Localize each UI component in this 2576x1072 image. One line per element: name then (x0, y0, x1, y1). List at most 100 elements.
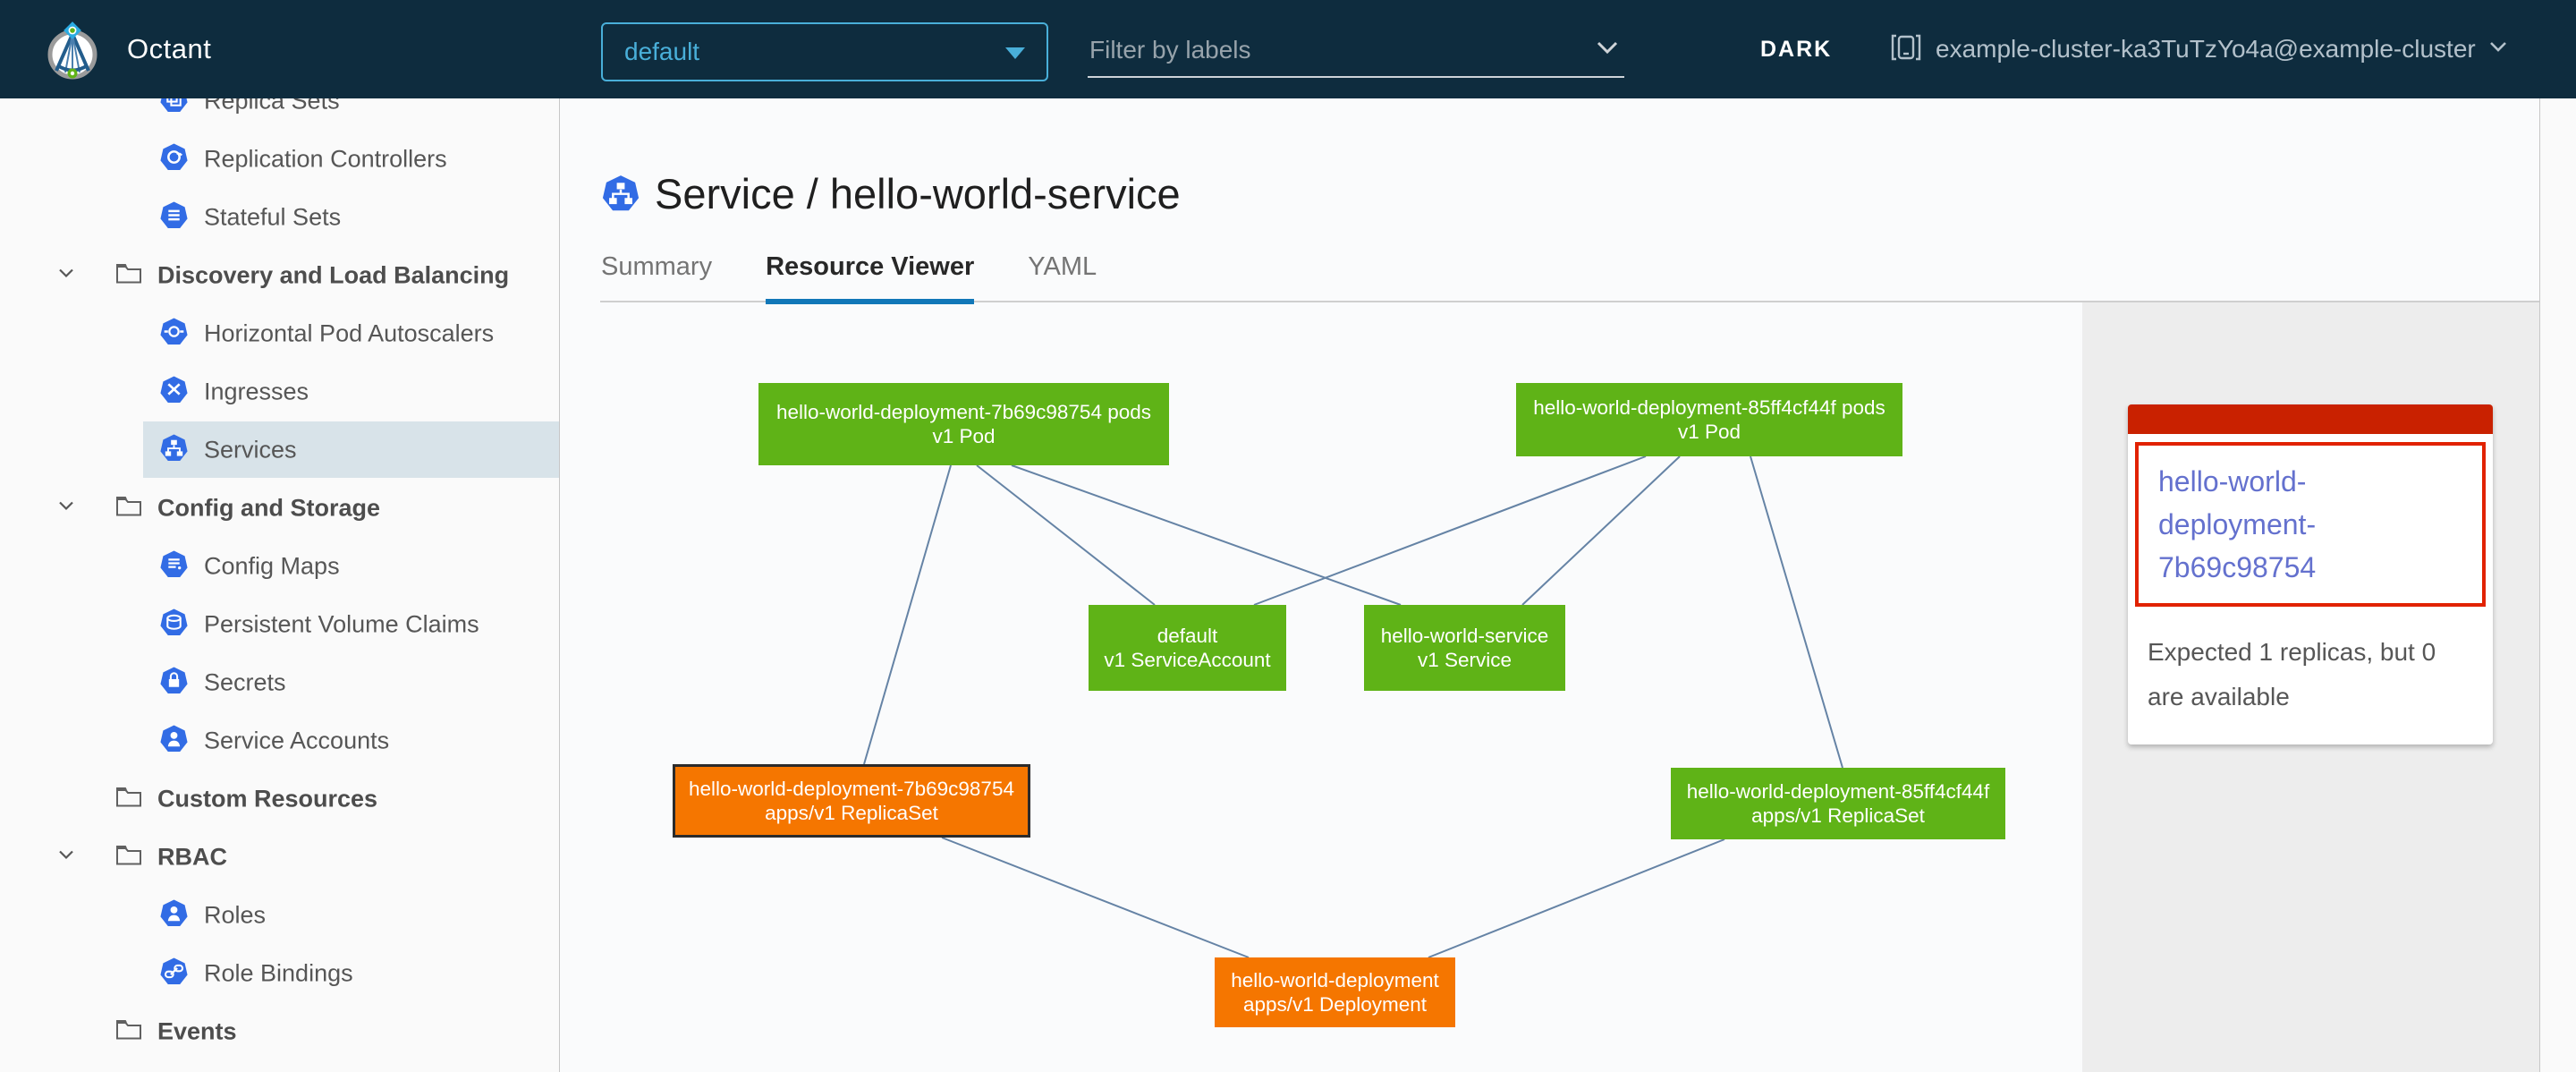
sidebar-label: Service Accounts (204, 727, 390, 753)
stateful-sets-icon (159, 200, 189, 234)
folder-icon (114, 493, 143, 523)
sidebar-label: Stateful Sets (204, 203, 342, 230)
sidebar-label: Role Bindings (204, 959, 353, 986)
filter-chevron-down-icon[interactable] (1596, 40, 1619, 61)
theme-toggle-button[interactable]: DARK (1723, 0, 1832, 98)
tab-bar: Summary Resource Viewer YAML (601, 252, 1097, 304)
replication-controllers-icon (159, 142, 189, 176)
sidebar-group-events[interactable]: Events (0, 1002, 559, 1060)
node-kind: v1 ServiceAccount (1104, 649, 1271, 671)
sidebar-label: Secrets (204, 668, 286, 695)
tab-yaml[interactable]: YAML (1028, 252, 1097, 281)
label-filter-input[interactable] (1089, 30, 1572, 71)
node-label: hello-world-deployment-85ff4cf44f pods (1533, 396, 1885, 419)
sidebar-label: RBAC (157, 843, 227, 870)
tab-resource-viewer[interactable]: Resource Viewer (766, 252, 975, 304)
sidebar-item-roles[interactable]: Roles (0, 886, 559, 944)
node-label: hello-world-deployment-7b69c98754 (689, 778, 1014, 800)
folder-icon (114, 1017, 143, 1046)
sidebar-label: Config Maps (204, 552, 340, 579)
sidebar-item-replica-sets[interactable]: Replica Sets (0, 98, 559, 130)
app-title: Octant (127, 33, 212, 64)
octant-logo-icon (43, 21, 102, 81)
sidebar-group-rbac[interactable]: RBAC (0, 828, 559, 886)
sidebar-label: Replication Controllers (204, 145, 447, 172)
config-maps-icon (159, 549, 189, 583)
cluster-chevron-down-icon (2488, 40, 2508, 59)
tab-bar-divider (600, 301, 2539, 302)
namespace-dropdown[interactable]: default (601, 22, 1048, 81)
folder-icon (114, 842, 143, 872)
persistent-volume-claims-icon (159, 608, 189, 642)
sidebar-label: Replica Sets (204, 98, 340, 114)
chevron-down-icon[interactable] (55, 495, 77, 521)
node-label: hello-world-deployment-7b69c98754 pods (775, 401, 1152, 423)
secrets-icon (159, 666, 189, 700)
folder-icon (114, 784, 143, 813)
sidebar-label: Config and Storage (157, 494, 380, 521)
sidebar-group-discovery-and-load-balancing[interactable]: Discovery and Load Balancing (0, 246, 559, 304)
replicaset-link[interactable]: hello-world-deployment-7b69c98754 (2158, 465, 2317, 583)
node-label: hello-world-deployment (1231, 969, 1439, 991)
moon-icon (1723, 34, 1750, 65)
chevron-down-icon[interactable] (55, 844, 77, 870)
sidebar-item-ingresses[interactable]: Ingresses (0, 362, 559, 421)
horizontal-pod-autoscalers-icon (159, 317, 189, 351)
node-label: hello-world-deployment-85ff4cf44f (1686, 780, 1990, 803)
sidebar-item-secrets[interactable]: Secrets (0, 653, 559, 711)
theme-toggle-label: DARK (1760, 36, 1833, 62)
namespace-selected-value: default (624, 38, 700, 65)
ingresses-icon (159, 375, 189, 409)
node-kind: apps/v1 ReplicaSet (1751, 804, 1925, 827)
sidebar-label: Ingresses (204, 378, 309, 404)
roles-icon (159, 898, 189, 932)
status-card: hello-world-deployment-7b69c98754 Expect… (2128, 404, 2493, 744)
node-kind: apps/v1 ReplicaSet (765, 802, 938, 824)
sidebar-label: Custom Resources (157, 785, 378, 812)
top-nav-bar: Octant default DARK (0, 0, 2576, 98)
sidebar-label: Roles (204, 901, 267, 928)
sidebar-item-config-maps[interactable]: Config Maps (0, 537, 559, 595)
services-icon (159, 433, 189, 467)
node-label: default (1157, 625, 1218, 647)
service-accounts-icon (159, 724, 189, 758)
cluster-selector[interactable]: example-cluster-ka3TuTzYo4a@example-clus… (1889, 0, 2508, 98)
page-title: Service / hello-world-service (655, 170, 1181, 217)
status-card-body: hello-world-deployment-7b69c98754 Expect… (2128, 434, 2493, 744)
role-bindings-icon (159, 957, 189, 991)
sidebar-item-stateful-sets[interactable]: Stateful Sets (0, 188, 559, 246)
label-filter-field[interactable] (1088, 22, 1624, 78)
sidebar-label: Discovery and Load Balancing (157, 261, 510, 288)
status-alert-box: hello-world-deployment-7b69c98754 (2135, 442, 2486, 607)
sidebar-item-role-bindings[interactable]: Role Bindings (0, 944, 559, 1002)
sidebar-label: Persistent Volume Claims (204, 610, 479, 637)
tab-summary[interactable]: Summary (601, 252, 713, 281)
node-label: hello-world-service (1380, 625, 1549, 647)
sidebar-label: Events (157, 1017, 237, 1044)
sidebar-item-service-accounts[interactable]: Service Accounts (0, 711, 559, 770)
node-kind: v1 Service (1417, 649, 1513, 671)
sidebar-item-replication-controllers[interactable]: Replication Controllers (0, 130, 559, 188)
dropdown-caret-icon (1005, 47, 1025, 59)
sidebar-item-horizontal-pod-autoscalers[interactable]: Horizontal Pod Autoscalers (0, 304, 559, 362)
sidebar-item-persistent-volume-claims[interactable]: Persistent Volume Claims (0, 595, 559, 653)
chevron-down-icon[interactable] (55, 262, 77, 288)
sidebar-group-config-and-storage[interactable]: Config and Storage (0, 479, 559, 537)
folder-icon (114, 260, 143, 290)
page-scroll-gutter[interactable] (2539, 98, 2576, 1072)
cluster-icon (1889, 30, 1923, 69)
status-message: Expected 1 replicas, but 0 are available (2148, 638, 2436, 710)
resource-status-panel: hello-world-deployment-7b69c98754 Expect… (2082, 302, 2539, 1072)
sidebar-item-services[interactable]: Services (0, 421, 559, 479)
sidebar-group-custom-resources[interactable]: Custom Resources (0, 770, 559, 828)
